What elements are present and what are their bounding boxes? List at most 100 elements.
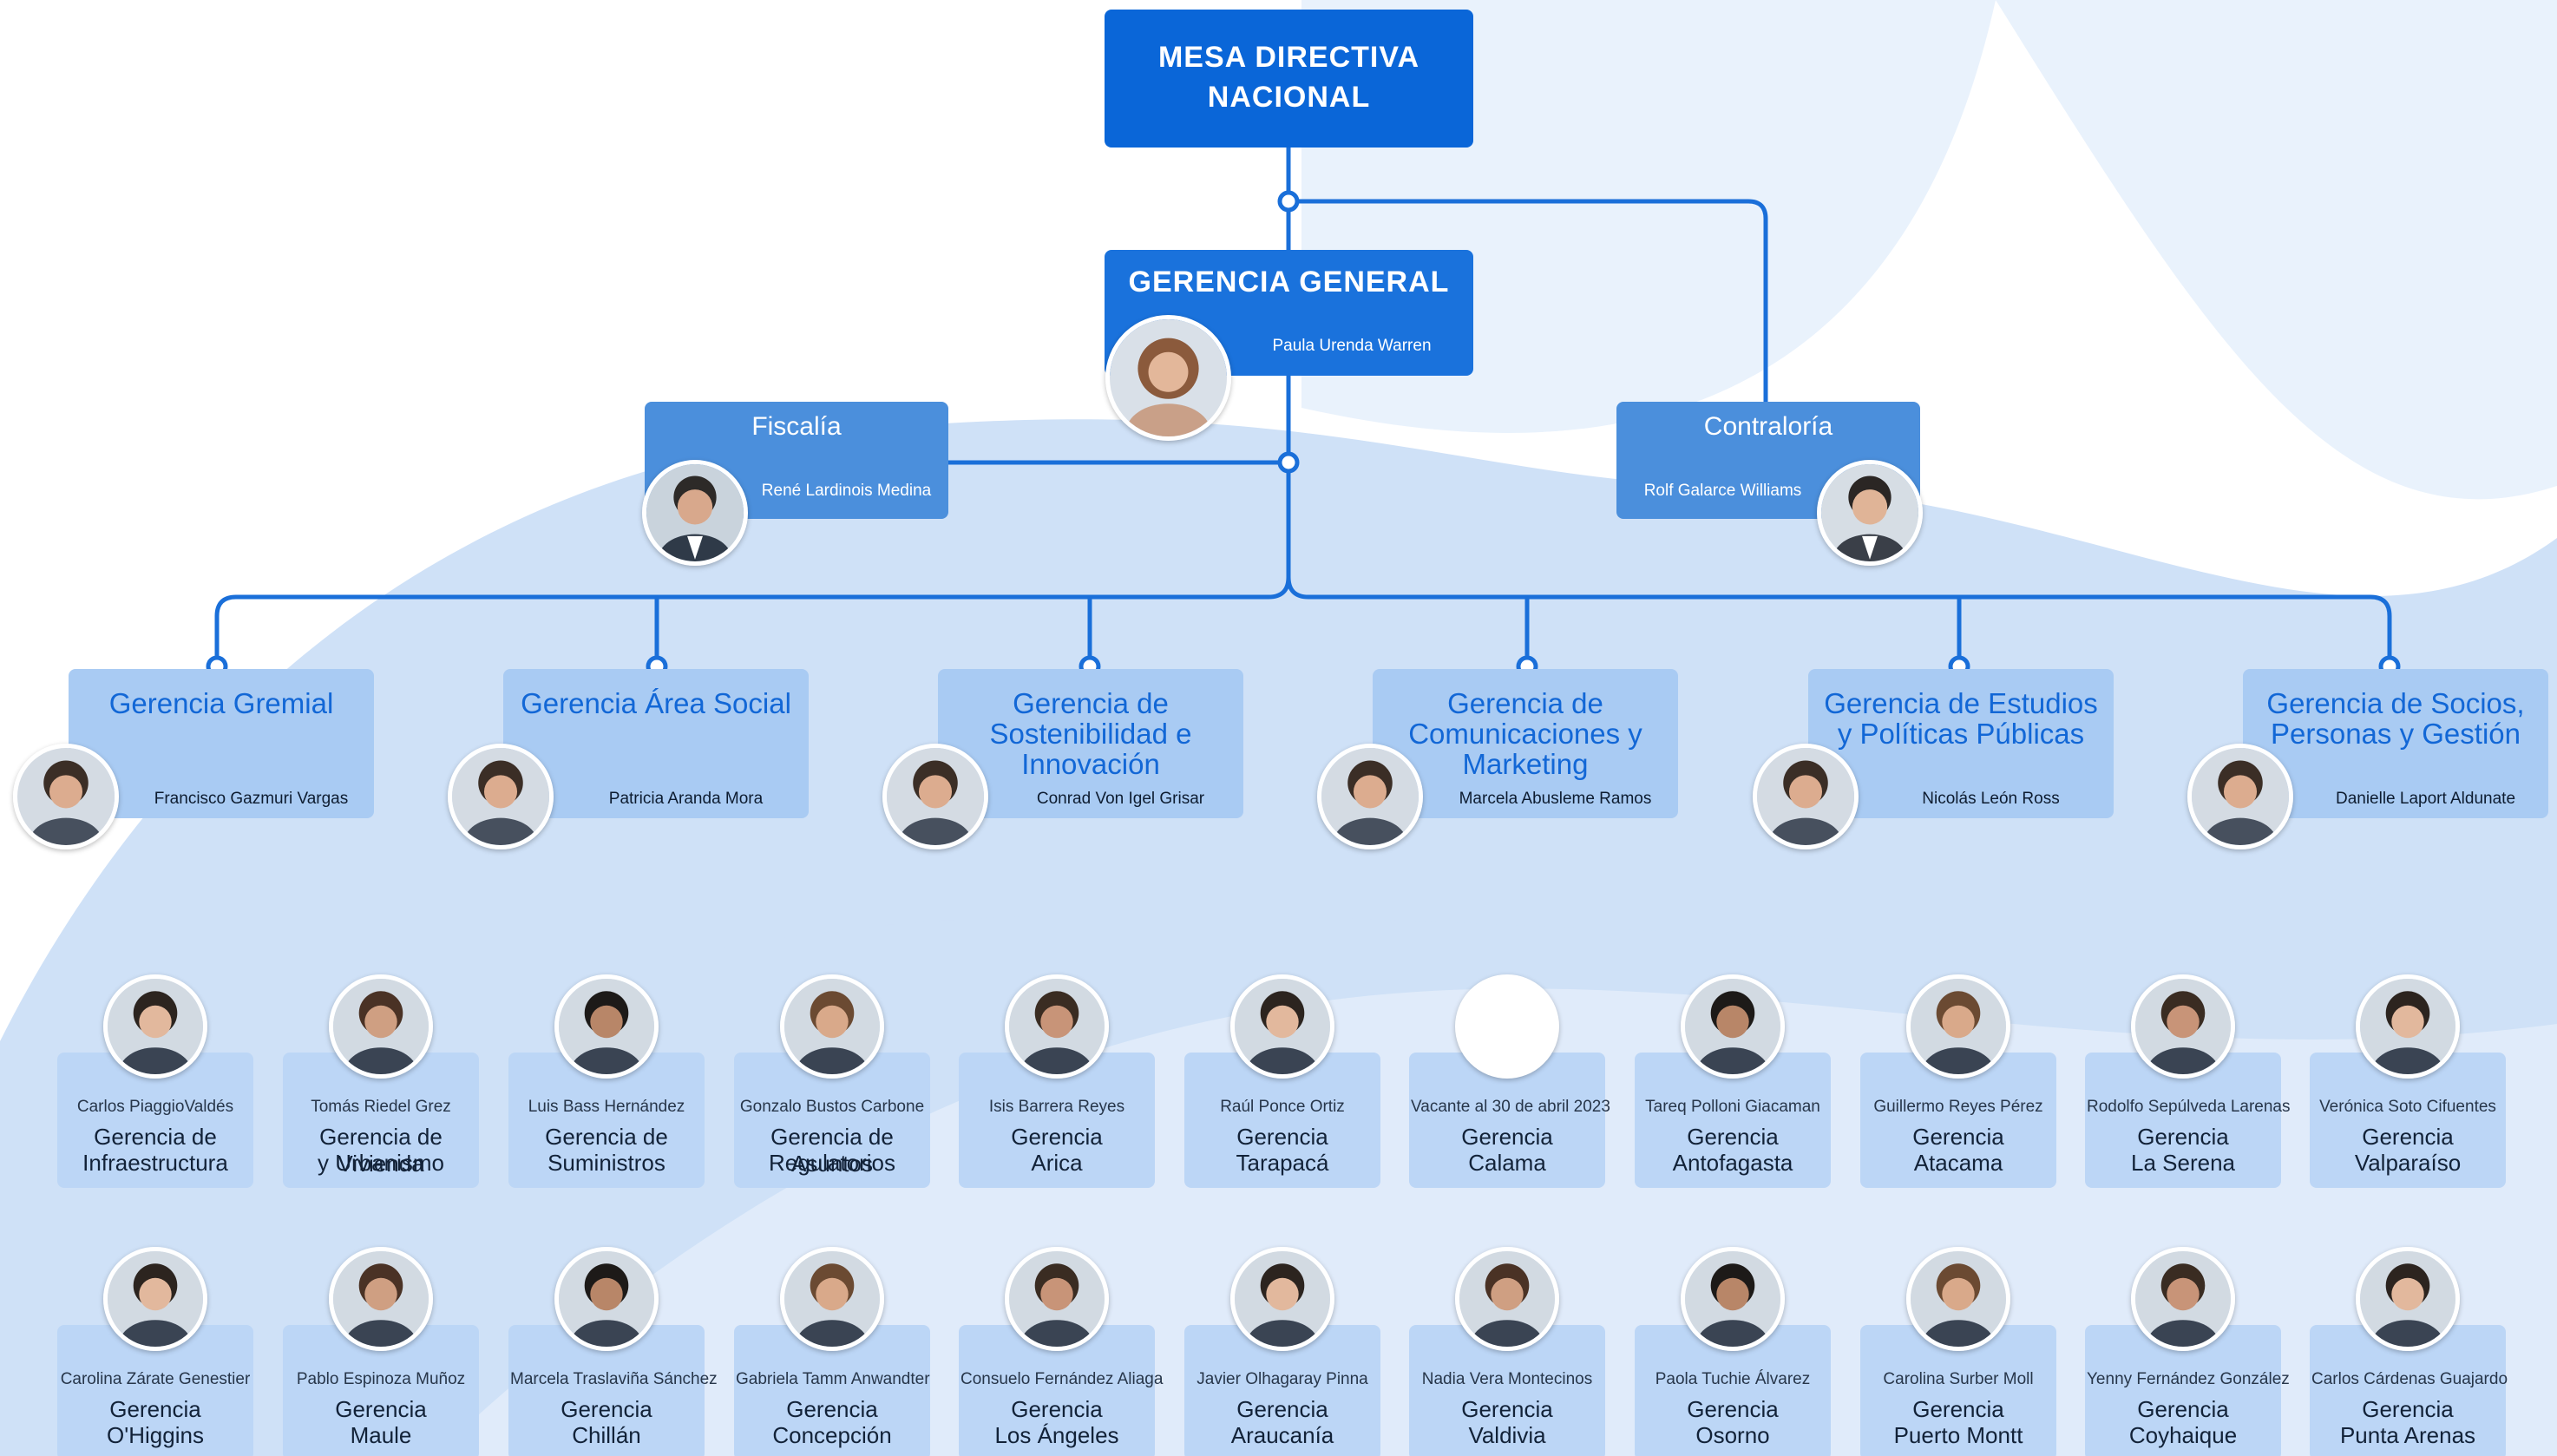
- manager-unit-line2: Suministros: [547, 1150, 665, 1176]
- department-person: Francisco Gazmuri Vargas: [154, 790, 349, 808]
- manager-photo: [1005, 1247, 1109, 1351]
- department-person: Nicolás León Ross: [1922, 790, 2060, 808]
- manager-unit-line1: Gerencia de Asuntos: [770, 1124, 894, 1177]
- gerencia-general-title: GERENCIA GENERAL: [1128, 266, 1450, 298]
- department-photo: [13, 744, 119, 849]
- manager-name: Yenny Fernández González: [2087, 1370, 2290, 1388]
- junction-dot: [1277, 451, 1300, 474]
- person-avatar-icon: [2360, 979, 2455, 1074]
- manager-name: Paola Tuchie Álvarez: [1655, 1370, 1811, 1388]
- manager-name: Tareq Polloni Giacaman: [1645, 1098, 1820, 1116]
- department-title: Gerencia de Sostenibilidad e Innovación: [989, 687, 1192, 780]
- manager-unit-line2: Osorno: [1695, 1422, 1770, 1448]
- person-avatar-icon: [784, 1251, 880, 1347]
- manager-unit-line1: Gerencia: [1236, 1124, 1328, 1150]
- manager-photo: [1906, 1247, 2010, 1351]
- manager-name: Carlos Cárdenas Guajardo: [2311, 1370, 2508, 1388]
- manager-name: Consuelo Fernández Aliaga: [961, 1370, 1164, 1388]
- manager-name: Carolina Zárate Genestier: [60, 1370, 251, 1388]
- person-avatar-icon: [452, 748, 549, 845]
- manager-name: Isis Barrera Reyes: [988, 1098, 1125, 1116]
- manager-unit-line2: Antofagasta: [1672, 1150, 1793, 1176]
- person-avatar-icon: [1821, 464, 1918, 561]
- manager-photo: [2356, 974, 2460, 1079]
- manager-photo: [1005, 974, 1109, 1079]
- manager-unit-line1: Gerencia: [2137, 1124, 2229, 1150]
- manager-unit-line2: Concepción: [772, 1422, 892, 1448]
- line-left-branch: [214, 576, 1291, 666]
- department-person: Marcela Abusleme Ramos: [1459, 790, 1652, 808]
- manager-unit-line2: Tarapacá: [1236, 1150, 1329, 1176]
- person-avatar-icon: [108, 1251, 203, 1347]
- manager-photo: [554, 1247, 659, 1351]
- manager-photo: [329, 974, 433, 1079]
- manager-photo: [1906, 974, 2010, 1079]
- manager-unit-line1: Gerencia de: [545, 1124, 668, 1150]
- manager-unit-line1: Gerencia: [1011, 1124, 1103, 1150]
- gerencia-general-person: Paula Urenda Warren: [1272, 337, 1432, 355]
- manager-photo: [780, 1247, 884, 1351]
- line-to-contraloria: [1288, 199, 1768, 402]
- person-avatar-icon: [1009, 1251, 1105, 1347]
- manager-photo: [1230, 1247, 1334, 1351]
- manager-unit-line2: O'Higgins: [107, 1422, 204, 1448]
- manager-unit-line1: Gerencia: [2137, 1396, 2229, 1422]
- manager-name: Rodolfo Sepúlveda Larenas: [2087, 1098, 2291, 1116]
- person-avatar-icon: [108, 979, 203, 1074]
- manager-photo: [554, 974, 659, 1079]
- manager-unit-line1: Gerencia: [1687, 1124, 1779, 1150]
- manager-photo: [2131, 1247, 2235, 1351]
- department-photo: [2187, 744, 2293, 849]
- department-photo: [1753, 744, 1859, 849]
- manager-name: Guillermo Reyes Pérez: [1873, 1098, 2043, 1116]
- manager-unit-line2: Coyhaique: [2128, 1422, 2238, 1448]
- manager-unit-line1: Gerencia: [1912, 1396, 2004, 1422]
- fiscalia-person: René Lardinois Medina: [761, 482, 932, 500]
- contraloria-person: Rolf Galarce Williams: [1643, 482, 1802, 500]
- manager-photo: [103, 1247, 207, 1351]
- department-person: Patricia Aranda Mora: [608, 790, 764, 808]
- department-title: Gerencia Gremial: [108, 687, 334, 719]
- manager-name: Vacante al 30 de abril 2023: [1411, 1098, 1610, 1116]
- person-avatar-icon: [559, 1251, 654, 1347]
- wave-light-shape: [1301, 0, 1996, 433]
- manager-name: Tomás Riedel Grez: [311, 1098, 451, 1116]
- junction-dot: [1277, 190, 1300, 213]
- manager-name: Gabriela Tamm Anwandter: [736, 1370, 930, 1388]
- person-avatar-icon: [2192, 748, 2289, 845]
- manager-photo: [2356, 1247, 2460, 1351]
- manager-unit-line1: Gerencia: [1687, 1396, 1779, 1422]
- manager-name: Carolina Surber Moll: [1883, 1370, 2034, 1388]
- gerencia-general-photo: [1105, 315, 1231, 441]
- person-avatar-icon: [784, 979, 880, 1074]
- department-title: Gerencia de Socios, Personas y Gestión: [2266, 687, 2525, 750]
- manager-photo: [1681, 1247, 1785, 1351]
- department-title: Gerencia de Comunicaciones y Marketing: [1408, 687, 1642, 780]
- person-avatar-icon: [2135, 979, 2231, 1074]
- manager-name: Raúl Ponce Ortiz: [1220, 1098, 1345, 1116]
- line-right-branch: [1286, 576, 2392, 666]
- manager-unit-line1: Gerencia: [1236, 1396, 1328, 1422]
- manager-name: Pablo Espinoza Muñoz: [296, 1370, 466, 1388]
- manager-unit-line2: Infraestructura: [82, 1150, 228, 1176]
- person-avatar-icon: [1235, 1251, 1330, 1347]
- person-avatar-icon: [2360, 1251, 2455, 1347]
- fiscalia-title: Fiscalía: [751, 412, 842, 441]
- manager-photo-empty: [1455, 974, 1559, 1079]
- manager-unit-line2: Maule: [350, 1422, 412, 1448]
- person-avatar-icon: [646, 464, 744, 561]
- person-avatar-icon: [1009, 979, 1105, 1074]
- manager-unit-line1: Gerencia: [335, 1396, 427, 1422]
- department-person: Conrad Von Igel Grisar: [1036, 790, 1205, 808]
- wave-light-shape-right: [1996, 0, 2557, 500]
